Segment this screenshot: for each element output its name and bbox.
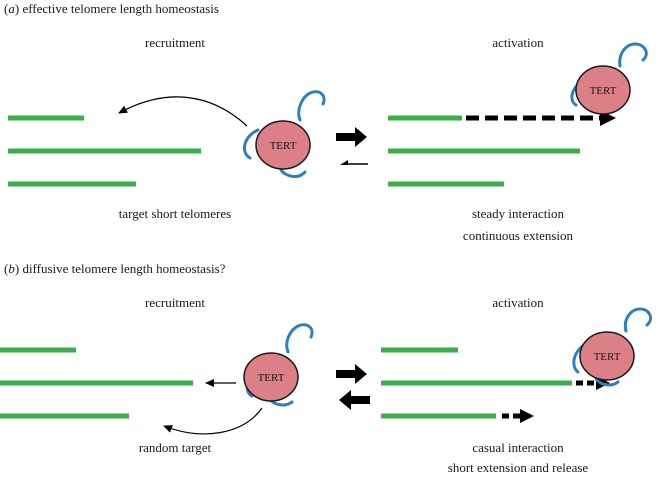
recruitment-arrow-curved [163, 407, 263, 435]
panel-b-title: (b) diffusive telomere length homeostasi… [4, 261, 226, 276]
panel-a-title-text: effective telomere length homeostasis [22, 1, 219, 16]
tert-body [255, 120, 311, 170]
panel-a-left-caption: target short telomeres [119, 206, 231, 221]
panel-b-left-caption: random target [139, 440, 212, 455]
tert-body [575, 65, 631, 115]
panel-b-left-telomeres [0, 347, 193, 419]
rna-loop [618, 42, 648, 68]
tert-enzyme-b-left: TERT [243, 323, 314, 407]
panel-a-recruitment-label: recruitment [145, 35, 205, 50]
panel-b-right-telomeres [381, 347, 610, 423]
equilibrium-arrows-a [336, 127, 368, 165]
panel-a-title: (a) effective telomere length homeostasi… [4, 1, 219, 16]
tert-label: TERT [594, 351, 621, 363]
panel-a-left-telomeres [8, 115, 201, 187]
panel-b: (b) diffusive telomere length homeostasi… [0, 261, 652, 475]
panel-a-activation-label: activation [492, 35, 544, 50]
tert-body [579, 331, 635, 381]
forward-arrow [336, 127, 367, 147]
panel-b-activation-label: activation [492, 295, 544, 310]
panel-b-recruitment-label: recruitment [145, 295, 205, 310]
tert-enzyme-b-right: TERT [572, 307, 652, 387]
rna-loop [297, 90, 326, 122]
tert-label: TERT [258, 372, 285, 384]
rna-loop [285, 323, 314, 354]
panel-a: (a) effective telomere length homeostasi… [4, 1, 648, 243]
recruitment-arrow [118, 96, 248, 127]
panel-b-right-caption-1: casual interaction [472, 440, 564, 455]
panel-b-right-caption-2: short extension and release [448, 460, 589, 475]
tert-enzyme-a-left: TERT [242, 90, 326, 178]
panel-a-right-caption-1: steady interaction [472, 206, 565, 221]
tert-body [243, 352, 299, 402]
reverse-arrow [339, 390, 370, 410]
tert-label: TERT [590, 85, 617, 97]
rna-strand [594, 376, 620, 387]
panel-a-right-caption-2: continuous extension [463, 228, 574, 243]
forward-arrow [336, 364, 367, 384]
panel-a-letter: a [8, 1, 15, 16]
rna-loop [623, 307, 652, 333]
reverse-arrow-head [340, 160, 348, 165]
rna-strand [242, 128, 260, 160]
tert-enzyme-a-right: TERT [570, 42, 648, 115]
panel-b-letter: b [8, 261, 15, 276]
equilibrium-arrows-b [336, 364, 370, 410]
extension-arrowhead-short [520, 409, 534, 423]
rna-strand [279, 168, 307, 178]
panel-b-title-text: diffusive telomere length homeostasis? [22, 261, 225, 276]
panel-a-right-telomeres [388, 110, 616, 187]
tert-label: TERT [270, 140, 297, 152]
